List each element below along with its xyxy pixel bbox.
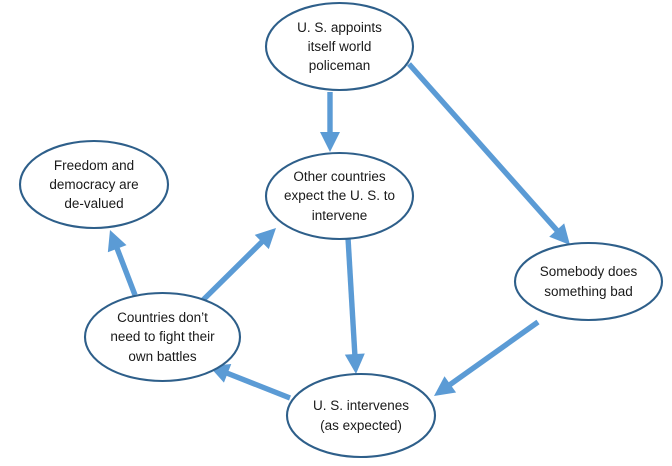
arrow-battles-to-expect — [198, 228, 276, 305]
arrow-intervenes-to-battles-shaft — [223, 369, 291, 401]
arrow-appoints-to-somebody — [406, 62, 570, 245]
edges-layer — [107, 62, 570, 401]
arrow-somebody-to-intervenes-head — [434, 376, 457, 396]
nodes-layer — [18, 1, 664, 459]
arrow-expect-to-intervenes-head — [344, 353, 365, 374]
arrow-expect-to-intervenes — [344, 237, 365, 374]
arrow-appoints-to-expect — [320, 92, 340, 152]
node-ellipse-expect[interactable] — [264, 151, 415, 241]
node-ellipse-battles[interactable] — [83, 291, 242, 383]
arrow-appoints-to-somebody-shaft — [406, 62, 561, 235]
arrow-somebody-to-intervenes — [434, 319, 540, 396]
arrow-battles-to-freedom — [107, 230, 138, 296]
arrow-battles-to-freedom-head — [107, 230, 127, 253]
arrow-expect-to-intervenes-shaft — [345, 237, 358, 358]
arrow-battles-to-expect-head — [254, 228, 276, 250]
node-ellipse-somebody[interactable] — [513, 241, 664, 322]
node-ellipse-intervenes[interactable] — [285, 372, 437, 459]
node-ellipse-appoints[interactable] — [264, 1, 415, 92]
arrow-battles-to-expect-shaft — [198, 238, 266, 305]
arrow-battles-to-freedom-shaft — [113, 244, 138, 296]
arrow-somebody-to-intervenes-shaft — [446, 319, 540, 389]
node-ellipse-freedom[interactable] — [18, 139, 170, 230]
arrow-appoints-to-expect-head — [320, 132, 340, 152]
arrow-intervenes-to-battles — [209, 364, 291, 401]
arrow-appoints-to-somebody-head — [549, 223, 570, 245]
